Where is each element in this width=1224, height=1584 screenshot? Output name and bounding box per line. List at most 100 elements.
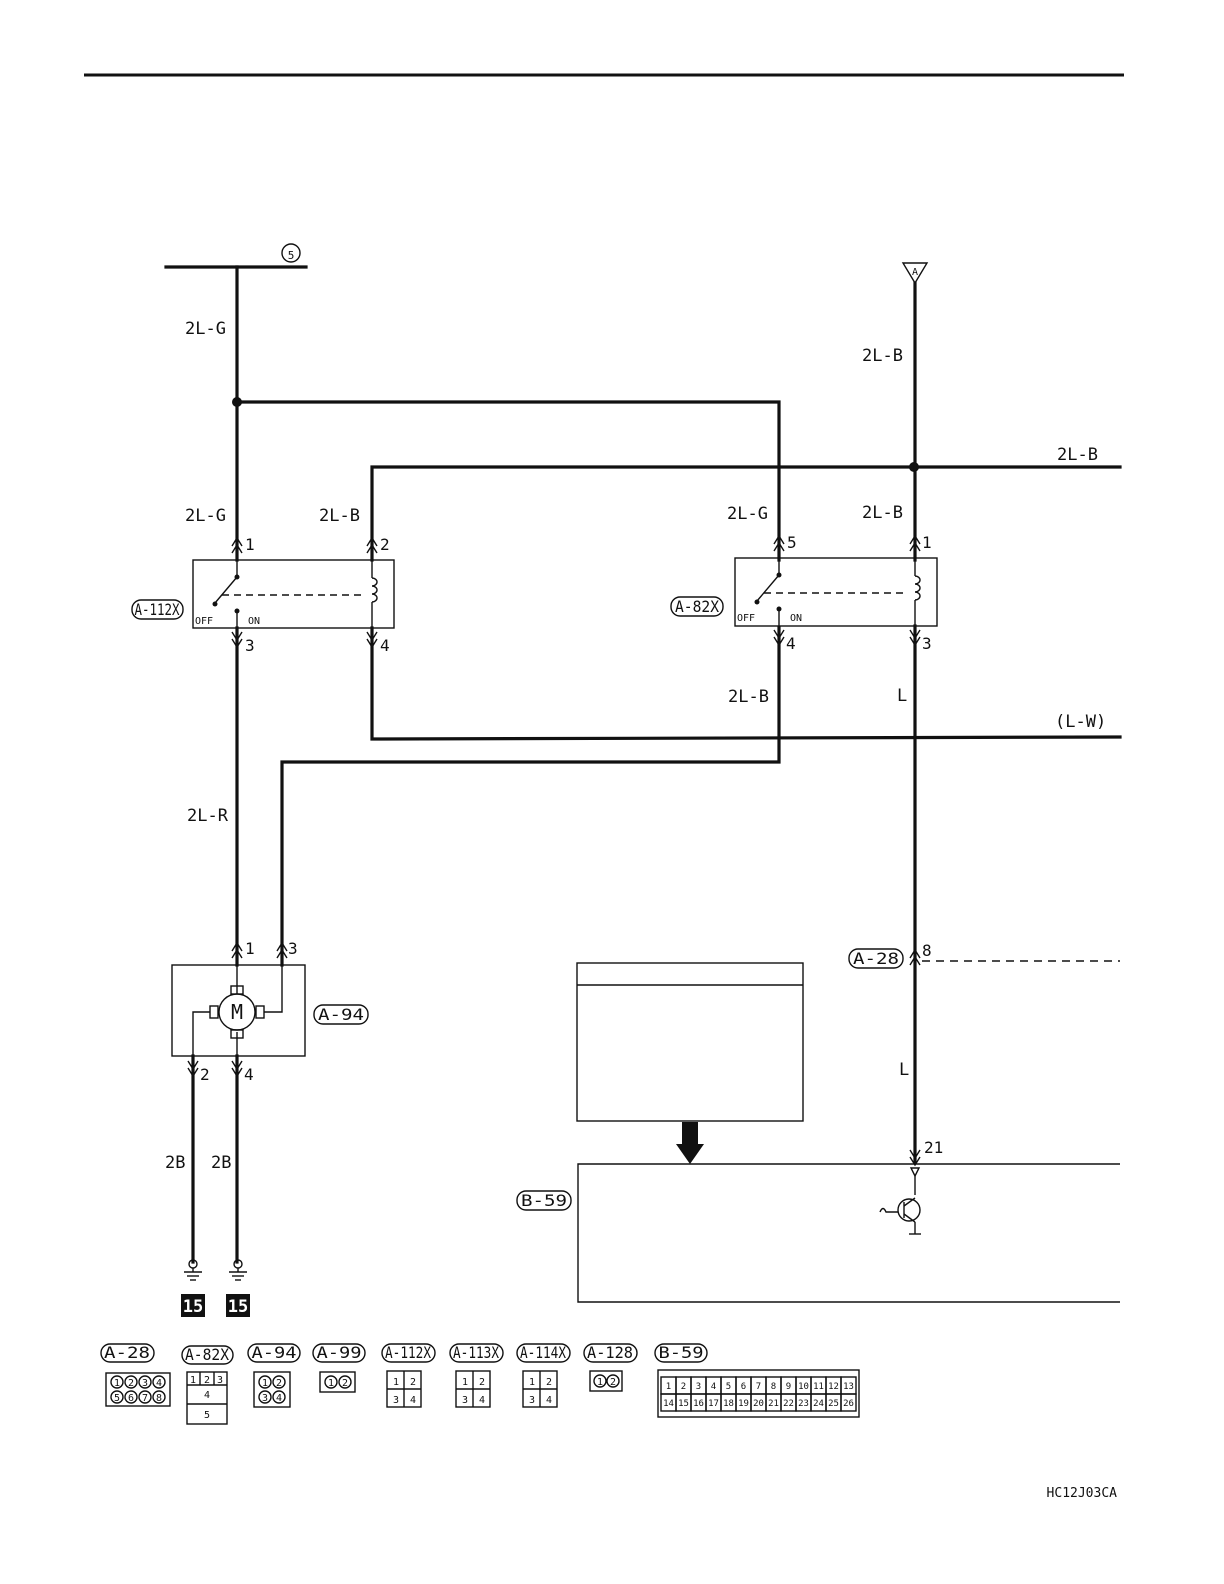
legend-cell: 4	[204, 1390, 210, 1401]
legend-cell: 3	[217, 1375, 223, 1386]
wire-label-relay1-pin2: 2L-B	[319, 506, 360, 526]
motor-tag-frame	[313, 1004, 369, 1025]
wire-label-motor-gnd-right: 2B	[211, 1153, 231, 1173]
a28-pin-label: 8	[922, 941, 932, 960]
legend-cell: 23	[798, 1399, 809, 1409]
legend-a-114x: A-114X 1 2 3 4	[516, 1343, 571, 1408]
transistor-symbol	[897, 1198, 921, 1222]
ecu-pin21-terminal	[909, 1149, 921, 1167]
legend-cell: 2	[610, 1377, 616, 1388]
legend-cell-frame	[840, 1393, 857, 1412]
legend-cell: 2	[410, 1377, 416, 1388]
relay2-tag-frame	[670, 596, 724, 617]
legend-cell: 15	[678, 1399, 689, 1409]
legend-cell: 7	[142, 1393, 148, 1404]
relay2-pin4-label: 4	[786, 634, 796, 653]
legend-a-94-tag: A-94	[252, 1343, 297, 1362]
legend-cell: 22	[783, 1399, 794, 1409]
legend-a-128-tag: A-128	[587, 1343, 633, 1362]
legend-a-112x: A-112X 1 2 3 4	[381, 1343, 436, 1408]
relay1-tag: A-112X	[135, 600, 180, 619]
motor-pin1-terminal	[231, 941, 243, 959]
wire-label-relay2-pin5: 2L-G	[727, 504, 768, 524]
legend-cell: 2	[681, 1382, 686, 1392]
legend-cell: 3	[262, 1393, 268, 1404]
motor-a-94: 1 3 M 2 4 A-94	[171, 939, 369, 1084]
motor-pin4-label: 4	[244, 1065, 254, 1084]
legend-cell: 12	[828, 1382, 839, 1392]
ground-left-number: 15	[183, 1297, 203, 1317]
legend-a-28-housing	[105, 1372, 171, 1407]
relay1-tag-frame	[131, 599, 184, 620]
legend-cell: 8	[771, 1382, 776, 1392]
connector-a-28: 8 A-28	[848, 941, 1120, 969]
legend-cell: 1	[190, 1375, 196, 1386]
legend-cell: 10	[798, 1382, 809, 1392]
legend-cell: 2	[276, 1378, 282, 1389]
legend-a-112x-tag: A-112X	[385, 1343, 431, 1362]
relay2-pin4-terminal	[773, 629, 785, 647]
ecu-tag-frame	[516, 1190, 572, 1211]
wire-label-right-exit: 2L-B	[1057, 445, 1098, 465]
wire-2l-g-to-relay2	[235, 400, 781, 562]
wire-2l-b-feed	[370, 465, 1122, 562]
wire-label-relay1-pin1: 2L-G	[185, 506, 226, 526]
legend-a-28-cells: 1 2 3 4 5 6 7 8	[110, 1375, 166, 1404]
transistor-collector	[903, 1197, 916, 1207]
ground-left: 15	[181, 1259, 205, 1317]
relay1-pivot	[212, 601, 218, 607]
legend-cell: 1	[114, 1378, 120, 1389]
legend-cell: 1	[597, 1377, 603, 1388]
legend-cell: 1	[462, 1377, 468, 1388]
legend-cell: 4	[711, 1382, 716, 1392]
legend-cell: 18	[723, 1399, 734, 1409]
legend-a-82x-tag: A-82X	[185, 1345, 229, 1364]
ecu-pin21-label: 21	[924, 1138, 943, 1157]
legend-cell: 4	[479, 1395, 485, 1406]
wire-label-a28-out: L	[899, 1060, 909, 1080]
relay2-on-label: ON	[790, 613, 802, 624]
legend-a-28: A-28 1 2 3 4 5 6 7 8	[100, 1343, 171, 1407]
info-arrow-head	[676, 1144, 704, 1164]
legend-a-128-housing	[589, 1370, 623, 1392]
relay-a-82x: 5 1 OFF ON 4 3 A-82X	[670, 533, 938, 653]
legend-cell: 3	[393, 1395, 399, 1406]
legend-cell: 6	[128, 1393, 134, 1404]
legend-cell: 4	[410, 1395, 416, 1406]
connector-a-label: A	[912, 267, 918, 278]
legend-cell: 7	[756, 1382, 761, 1392]
relay2-pin1-label: 1	[922, 533, 932, 552]
relay-a-112x: 1 2 OFF ON 3 4 A-112X	[131, 535, 395, 655]
circle-ref-marker	[281, 243, 301, 263]
ecu-body	[577, 1163, 1120, 1303]
relay2-body	[734, 557, 938, 627]
legend-a-82x-housing	[186, 1371, 228, 1425]
legend-a-113x: A-113X 1 2 3 4	[449, 1343, 504, 1408]
legend-cell: 5	[114, 1393, 120, 1404]
legend-cell: 25	[828, 1399, 839, 1409]
legend-cell: 16	[693, 1399, 704, 1409]
relay1-pin3-label: 3	[245, 636, 255, 655]
legend-cell: 19	[738, 1399, 749, 1409]
legend-cell: 1	[393, 1377, 399, 1388]
legend-a-114x-tag: A-114X	[520, 1343, 566, 1362]
wire-l-w	[370, 626, 1122, 741]
legend-cell: 3	[529, 1395, 535, 1406]
wire-label-top-right: 2L-B	[862, 346, 903, 366]
relay1-off-label: OFF	[195, 616, 213, 627]
legend-cell: 2	[546, 1377, 552, 1388]
legend-cell: 4	[546, 1395, 552, 1406]
legend-cell: 2	[342, 1378, 348, 1389]
legend-cell: 8	[156, 1393, 162, 1404]
transistor-emitter	[903, 1213, 916, 1223]
relay1-pin2-terminal	[366, 536, 378, 554]
relay2-pin3-label: 3	[922, 634, 932, 653]
motor-tag: A-94	[318, 1005, 364, 1024]
wire-label-top-left: 2L-G	[185, 319, 226, 339]
legend-a-99-housing	[319, 1371, 356, 1393]
relay2-switch-blade	[756, 574, 780, 602]
ground-right: 15	[226, 1259, 250, 1317]
footer-code: HC12J03CA	[1047, 1486, 1118, 1501]
legend-cell: 3	[696, 1382, 701, 1392]
